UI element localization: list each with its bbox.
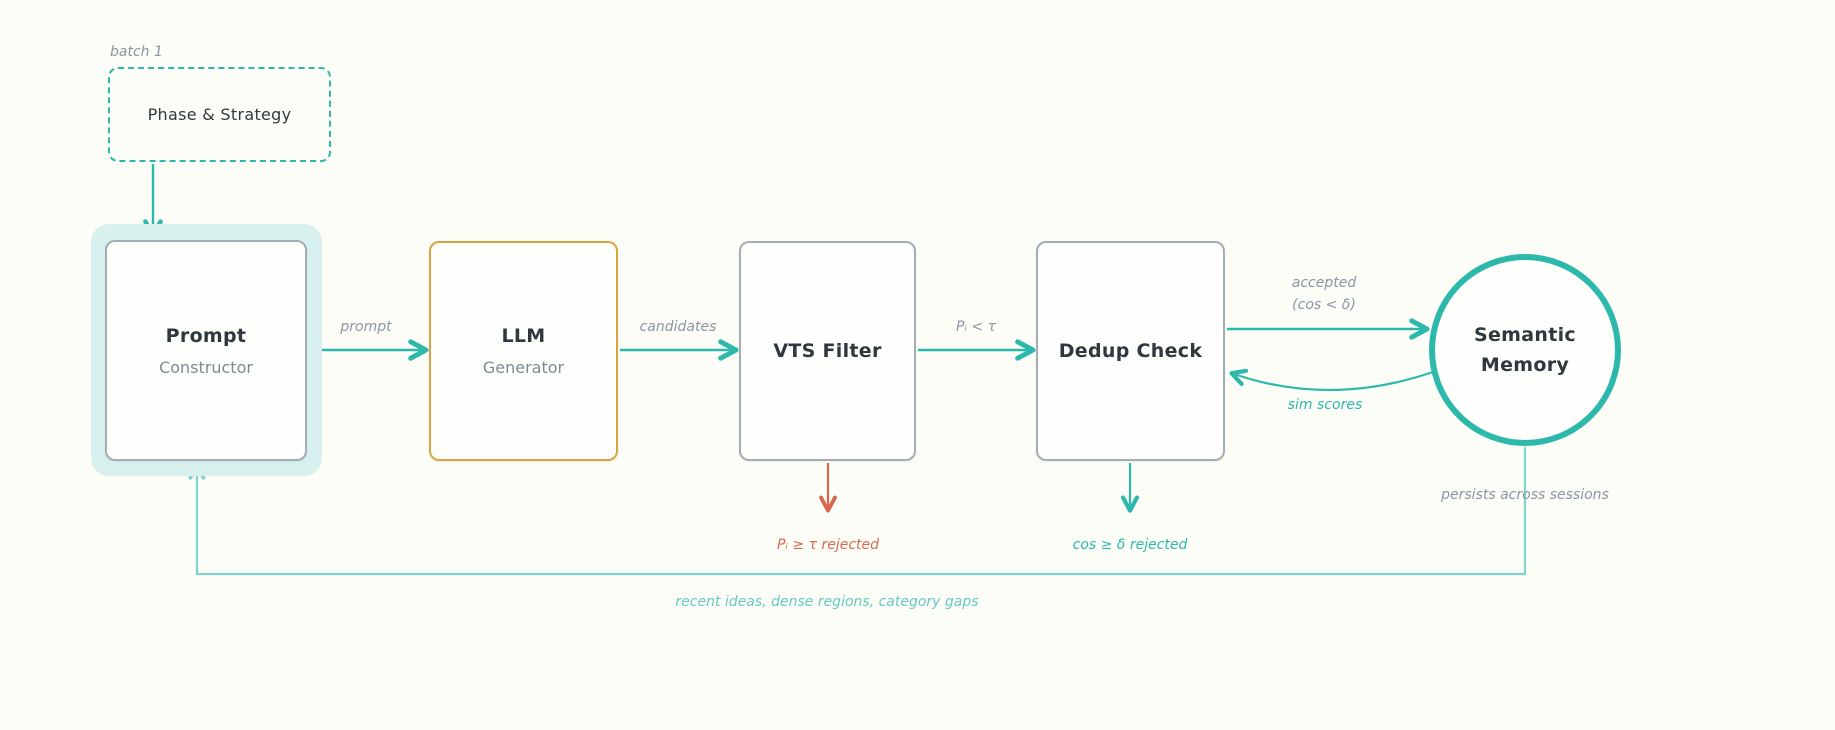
- arrow-memory-to-dedup-sim-scores: [1229, 368, 1434, 392]
- node-dedup-check: Dedup Check: [1036, 241, 1225, 461]
- dedup-check-title: Dedup Check: [1058, 340, 1203, 362]
- edge-label-vts-rejected: Pᵢ ≥ τ rejected: [776, 537, 880, 553]
- llm-generator-subtitle: Generator: [482, 358, 565, 377]
- edge-label-pi-below-tau: Pᵢ < τ: [955, 319, 997, 335]
- semantic-memory-title-line1: Semantic: [1474, 324, 1576, 346]
- semantic-memory-title-line2: Memory: [1480, 354, 1570, 376]
- edge-label-feedback: recent ideas, dense regions, category ga…: [675, 594, 979, 610]
- llm-generator-title: LLM: [501, 325, 546, 347]
- edge-label-accepted-line2: (cos < δ): [1292, 297, 1356, 313]
- prompt-constructor-subtitle: Constructor: [159, 357, 253, 377]
- node-semantic-memory: Semantic Memory: [1429, 254, 1621, 446]
- edge-label-accepted-line1: accepted: [1291, 275, 1357, 291]
- edge-label-prompt: prompt: [340, 319, 392, 335]
- prompt-constructor-title: Prompt: [165, 324, 247, 347]
- node-phase-strategy: Phase & Strategy: [108, 67, 331, 162]
- node-prompt-constructor: Prompt Constructor: [105, 240, 307, 461]
- batch-label: batch 1: [110, 44, 163, 60]
- feedback-path-memory-to-prompt: [188, 447, 1527, 576]
- phase-strategy-title: Phase & Strategy: [147, 105, 292, 124]
- edge-label-dedup-rejected: cos ≥ δ rejected: [1072, 537, 1188, 553]
- node-llm-generator: LLM Generator: [429, 241, 618, 461]
- node-vts-filter: VTS Filter: [739, 241, 916, 461]
- edge-label-sim-scores: sim scores: [1287, 397, 1363, 413]
- edge-label-persists: persists across sessions: [1441, 487, 1609, 503]
- vts-filter-title: VTS Filter: [773, 340, 882, 362]
- edge-label-candidates: candidates: [639, 319, 717, 335]
- edge-label-accepted: accepted (cos < δ): [1292, 272, 1356, 316]
